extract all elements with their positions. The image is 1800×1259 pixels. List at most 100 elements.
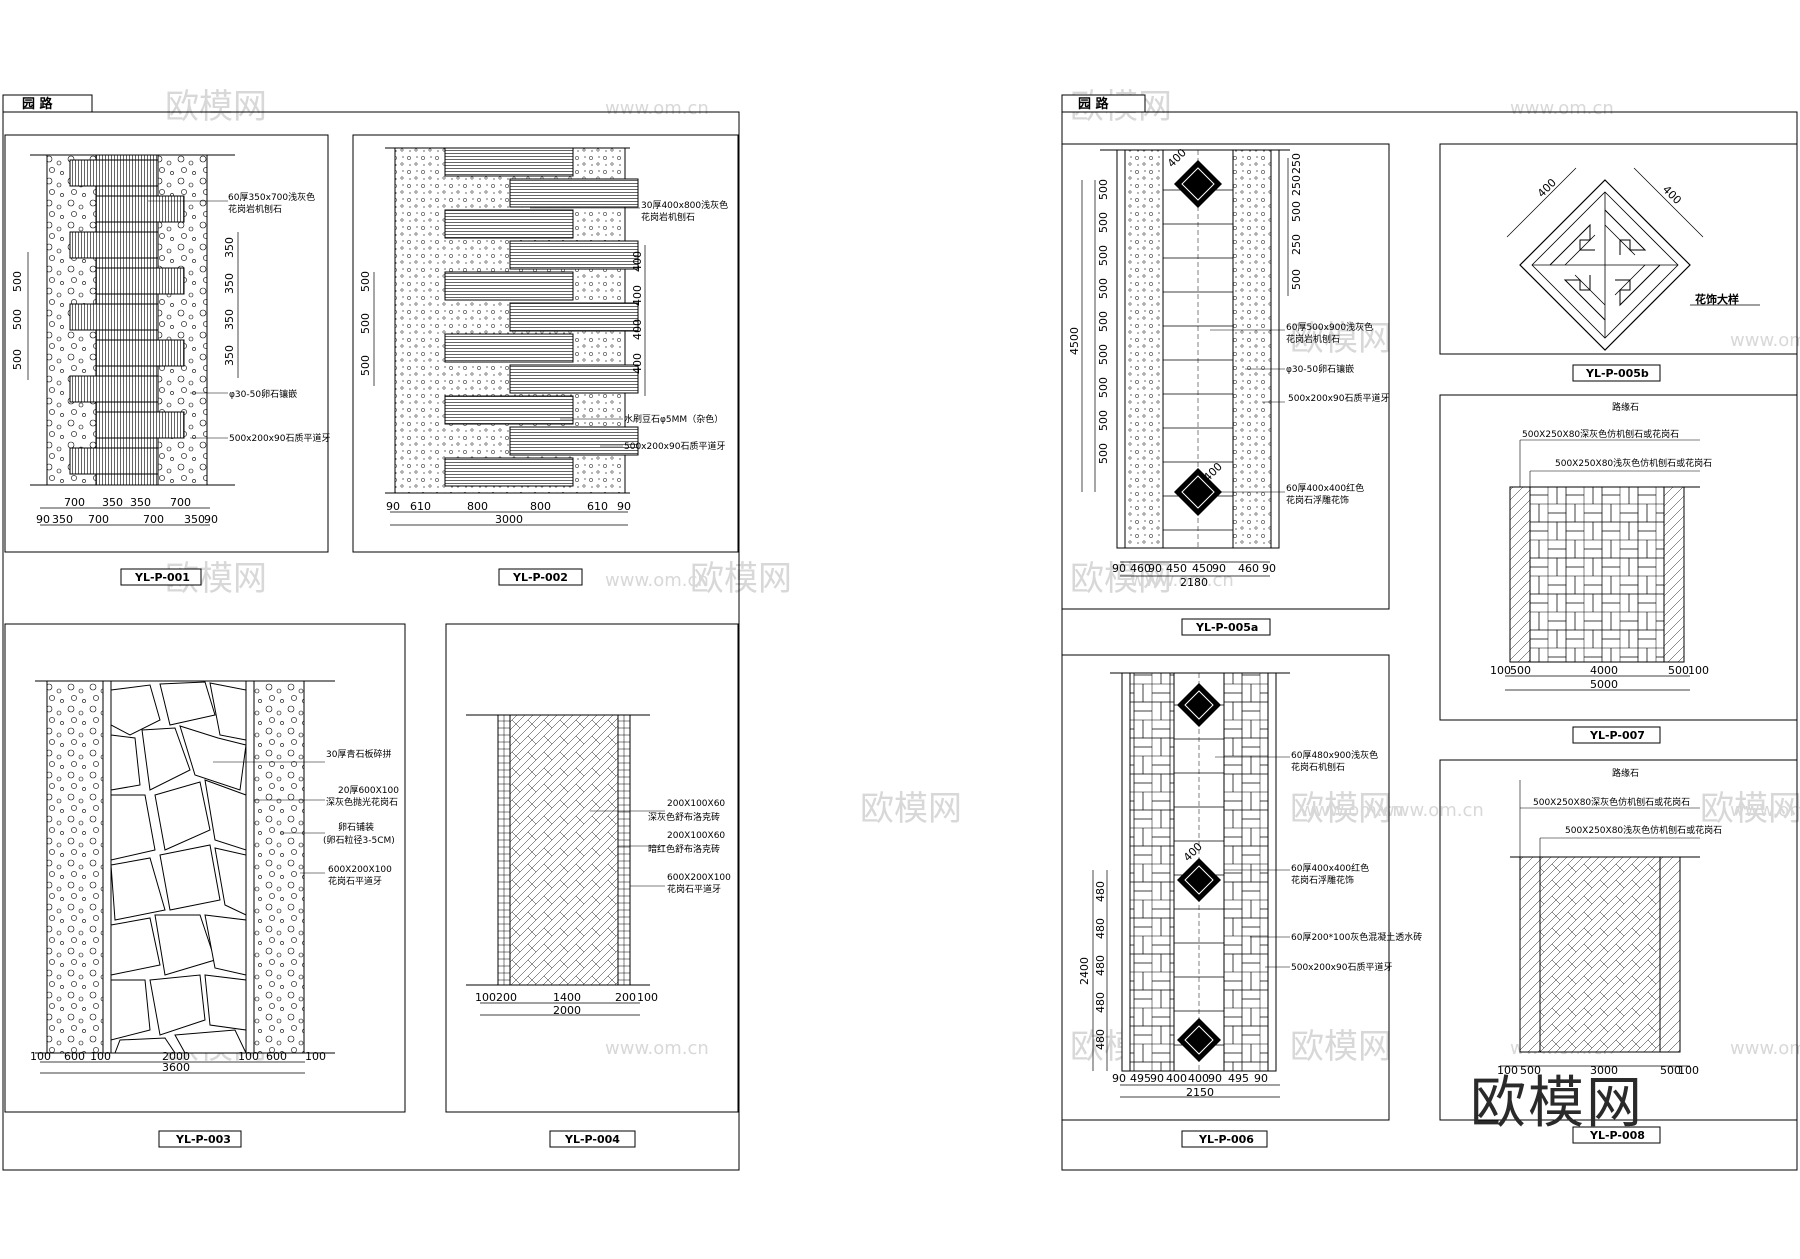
p005a-right-250b: 250 [1290, 175, 1303, 196]
watermark-url: www.om.cn [1300, 800, 1404, 821]
watermark-text: 欧模网 [1290, 1027, 1392, 1067]
sheet-left: 园 路 700 350 350 700 90 350 700 700 350 9… [2, 94, 740, 1171]
p002-note-3: 水刷豆石φ5MM（杂色） [624, 413, 723, 425]
p003-note-2: 20厚600X100 [338, 785, 399, 796]
p001-slab-group [69, 159, 185, 475]
p007-note-1: 500X250X80深灰色仿机刨石或花岗石 [1522, 428, 1679, 440]
p006-bottom-dim: 90 [1254, 1072, 1268, 1085]
p002-dim-610b: 610 [587, 500, 608, 513]
p006-bottom-dim: 90 [1150, 1072, 1164, 1085]
p005b-label: 花饰大样 [1695, 292, 1739, 306]
p004-dim-total: 2000 [553, 1004, 581, 1017]
p001-right-350c: 350 [223, 309, 236, 330]
p001-dim-350b: 350 [130, 496, 151, 509]
watermark-text: 欧模网 [1290, 789, 1392, 829]
p006-bottom-dim: 400 [1188, 1072, 1209, 1085]
p003-dim-total: 3600 [162, 1061, 190, 1074]
p007-title: 路缘石 [1612, 401, 1639, 413]
p001-dim-b90a: 90 [36, 513, 50, 526]
p008-dim-3000: 3000 [1590, 1064, 1618, 1077]
p002-slab [509, 302, 639, 332]
p002-dim-800b: 800 [530, 500, 551, 513]
p006-bottom-dim: 90 [1208, 1072, 1222, 1085]
p002-slab [444, 271, 574, 301]
p005a-bottom-dim: 90 [1262, 562, 1276, 575]
watermark-text: 欧模网 [690, 559, 792, 599]
p005a-bottom-dim: 90 [1112, 562, 1126, 575]
p001-slab [69, 375, 159, 403]
p003-flagstone [179, 725, 247, 791]
caption-yl-p-004: YL-P-004 [564, 1133, 620, 1146]
p001-note-4: 500x200x90石质平道牙 [229, 432, 330, 444]
p006-bottom-dim: 90 [1112, 1072, 1126, 1085]
p003-note-4: 卵石铺装 [338, 821, 374, 833]
p002-dim-90a: 90 [386, 500, 400, 513]
watermark-url: www.om.cn [605, 570, 709, 591]
p005a-total: 2180 [1180, 576, 1208, 589]
p008-note-2: 500X250X80浅灰色仿机刨石或花岗石 [1565, 824, 1722, 836]
p001-dim-b350a: 350 [52, 513, 73, 526]
p001-slab [69, 231, 159, 259]
panel-yl-p-005b: 400 400 花饰大样 [1439, 143, 1798, 355]
p005a-note-5: 60厚400x400红色 [1286, 482, 1364, 494]
p001-left-500a: 500 [11, 271, 24, 292]
p006-diamond [1177, 858, 1221, 902]
sheet-tab-left: 园 路 [22, 96, 54, 112]
p008-title: 路缘石 [1612, 767, 1639, 779]
p002-right-400b: 400 [631, 285, 644, 306]
p001-note-3: φ30-50卵石镶嵌 [229, 388, 297, 400]
p004-dim-200b: 200 [615, 991, 636, 1004]
panel-yl-p-005a: 400 400 4500 500500500500500500500500500… [1061, 143, 1390, 610]
watermark-url: www.om.cn [605, 98, 709, 119]
p006-note-2: 花岗石机刨石 [1291, 761, 1345, 773]
p005b-dim-right: 400 [1660, 183, 1684, 207]
p001-left-500b: 500 [11, 309, 24, 330]
p006-diamond [1177, 1018, 1221, 1062]
p003-flagstone [154, 781, 211, 851]
p005a-left-dim: 500 [1097, 245, 1110, 266]
p002-note-2: 花岗岩机刨石 [641, 211, 695, 223]
p003-flagstone [141, 727, 191, 791]
p003-dim-100b: 100 [90, 1050, 111, 1063]
caption-yl-p-001: YL-P-001 [134, 571, 190, 584]
p002-slab [509, 426, 639, 456]
p006-note-5: 60厚200*100灰色混凝土透水砖 [1291, 931, 1422, 943]
p005a-left-dim: 500 [1097, 410, 1110, 431]
watermark-text: 欧模网 [1290, 319, 1392, 359]
p003-dim-600b: 600 [266, 1050, 287, 1063]
p008-dim-100a: 100 [1497, 1064, 1518, 1077]
p002-dim-800a: 800 [467, 500, 488, 513]
p002-dim-total: 3000 [495, 513, 523, 526]
p001-slab [69, 447, 159, 475]
p004-note-6: 花岗石平道牙 [667, 883, 721, 895]
panel-yl-p-004: 100 200 1400 200 100 2000 200X100X60 深灰色… [445, 623, 739, 1113]
p004-note-2: 深灰色舒布洛克砖 [648, 811, 720, 823]
caption-yl-p-007: YL-P-007 [1589, 729, 1645, 742]
watermark-url: www.om.cn [1730, 330, 1800, 351]
p006-left-dim: 480 [1094, 918, 1107, 939]
p003-flagstone [149, 974, 206, 1036]
p003-dim-100c: 100 [238, 1050, 259, 1063]
p005a-note-3: φ30-50卵石镶嵌 [1286, 363, 1354, 375]
p005a-note-1: 60厚500x900浅灰色 [1286, 321, 1373, 333]
caption-yl-p-008: YL-P-008 [1589, 1129, 1645, 1142]
p006-left-dim: 480 [1094, 1029, 1107, 1050]
p004-dim-100a: 100 [475, 991, 496, 1004]
p003-note-6: 600X200X100 [328, 865, 392, 875]
p001-slab [95, 195, 185, 223]
p005a-right-500a: 500 [1290, 201, 1303, 222]
p004-note-3: 200X100X60 [667, 831, 725, 841]
p002-left-500c: 500 [359, 355, 372, 376]
p003-note-3: 深灰色抛光花岗石 [326, 796, 398, 808]
watermark-text: 欧模网 [1700, 789, 1800, 829]
p005a-left-dim: 500 [1097, 179, 1110, 200]
sheet-tab-right: 园 路 [1078, 96, 1110, 112]
p002-slab [509, 178, 639, 208]
p003-note-5: (卵石粒径3-5CM) [323, 834, 395, 846]
p003-flagstone [110, 979, 151, 1041]
p005a-left-dim: 500 [1097, 311, 1110, 332]
